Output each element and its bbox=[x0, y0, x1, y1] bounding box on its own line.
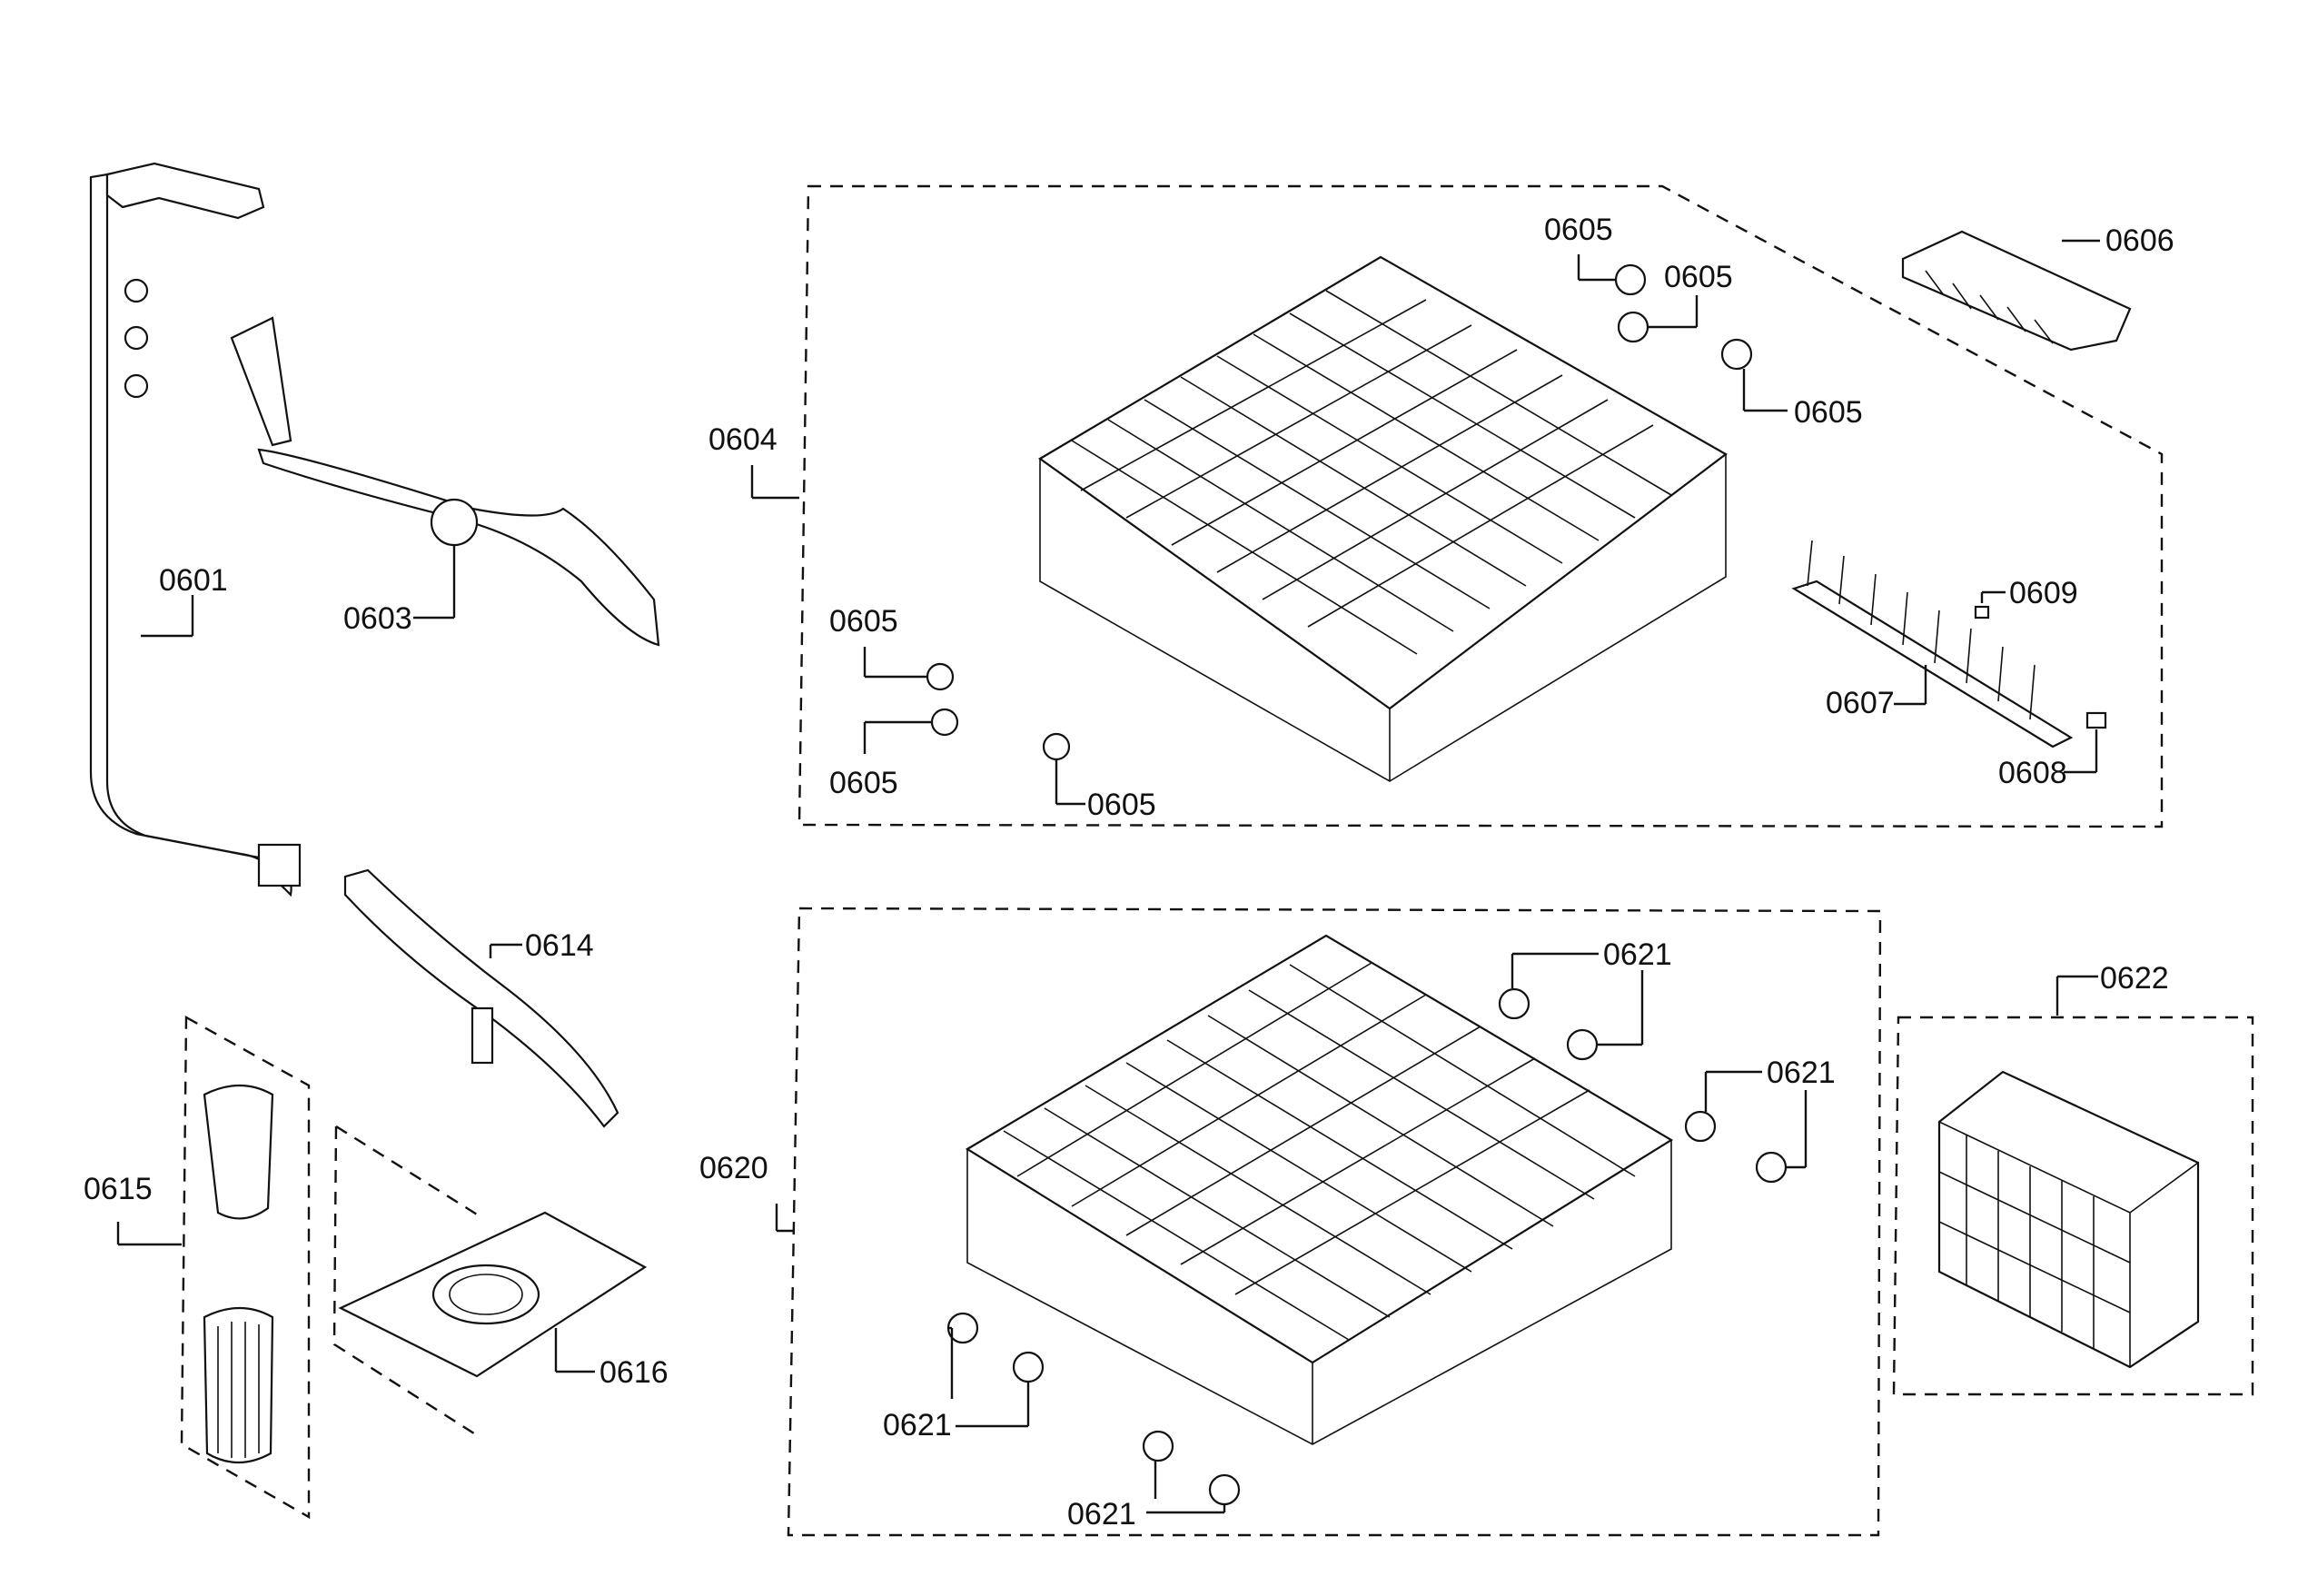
lower-rack-group-outline bbox=[787, 907, 1882, 1537]
lower-rack-basket bbox=[965, 934, 1674, 1445]
label-0605-f: 0605 bbox=[1087, 788, 1156, 822]
label-0621-a: 0621 bbox=[1603, 937, 1672, 972]
lower-spray-arm-0614 bbox=[343, 868, 619, 1128]
label-0615: 0615 bbox=[84, 1172, 153, 1206]
label-0605-a: 0605 bbox=[1544, 213, 1613, 247]
label-0601: 0601 bbox=[159, 563, 228, 598]
sump-cover-dashed-guide bbox=[332, 1125, 482, 1437]
upper-rack-basket bbox=[1037, 255, 1728, 782]
filter-0615 bbox=[203, 1084, 274, 1463]
label-0605-b: 0605 bbox=[1664, 260, 1733, 294]
label-0622: 0622 bbox=[2100, 961, 2169, 996]
label-0605-e: 0605 bbox=[829, 766, 898, 800]
label-0603: 0603 bbox=[343, 601, 412, 636]
label-0605-c: 0605 bbox=[1794, 395, 1863, 430]
label-0620: 0620 bbox=[699, 1151, 768, 1185]
label-0609: 0609 bbox=[2009, 576, 2078, 610]
label-0614: 0614 bbox=[525, 928, 594, 963]
wheel-0621-group bbox=[946, 987, 1788, 1506]
cutlery-basket-0622 bbox=[1937, 1070, 2200, 1369]
tine-rack-0606 bbox=[1901, 230, 2132, 352]
label-0621-d: 0621 bbox=[1067, 1497, 1136, 1532]
label-0605-d: 0605 bbox=[829, 604, 898, 639]
label-0607: 0607 bbox=[1826, 686, 1895, 720]
filter-group-outline bbox=[180, 1015, 311, 1520]
label-0616: 0616 bbox=[599, 1355, 669, 1390]
label-0621-b: 0621 bbox=[1767, 1056, 1836, 1090]
clip-0608 bbox=[2085, 711, 2107, 729]
sump-cover-0616 bbox=[338, 1211, 648, 1378]
spray-tube-0601 bbox=[89, 162, 302, 897]
tine-row-0607 bbox=[1791, 540, 2074, 748]
label-0608: 0608 bbox=[1998, 756, 2067, 790]
label-0604: 0604 bbox=[708, 422, 778, 457]
label-0606: 0606 bbox=[2105, 223, 2174, 258]
clip-0609 bbox=[1974, 605, 1990, 620]
label-0621-c: 0621 bbox=[883, 1408, 952, 1442]
upper-spray-arm-0603 bbox=[230, 316, 660, 647]
cutlery-basket-group-outline bbox=[1892, 1016, 2254, 1396]
